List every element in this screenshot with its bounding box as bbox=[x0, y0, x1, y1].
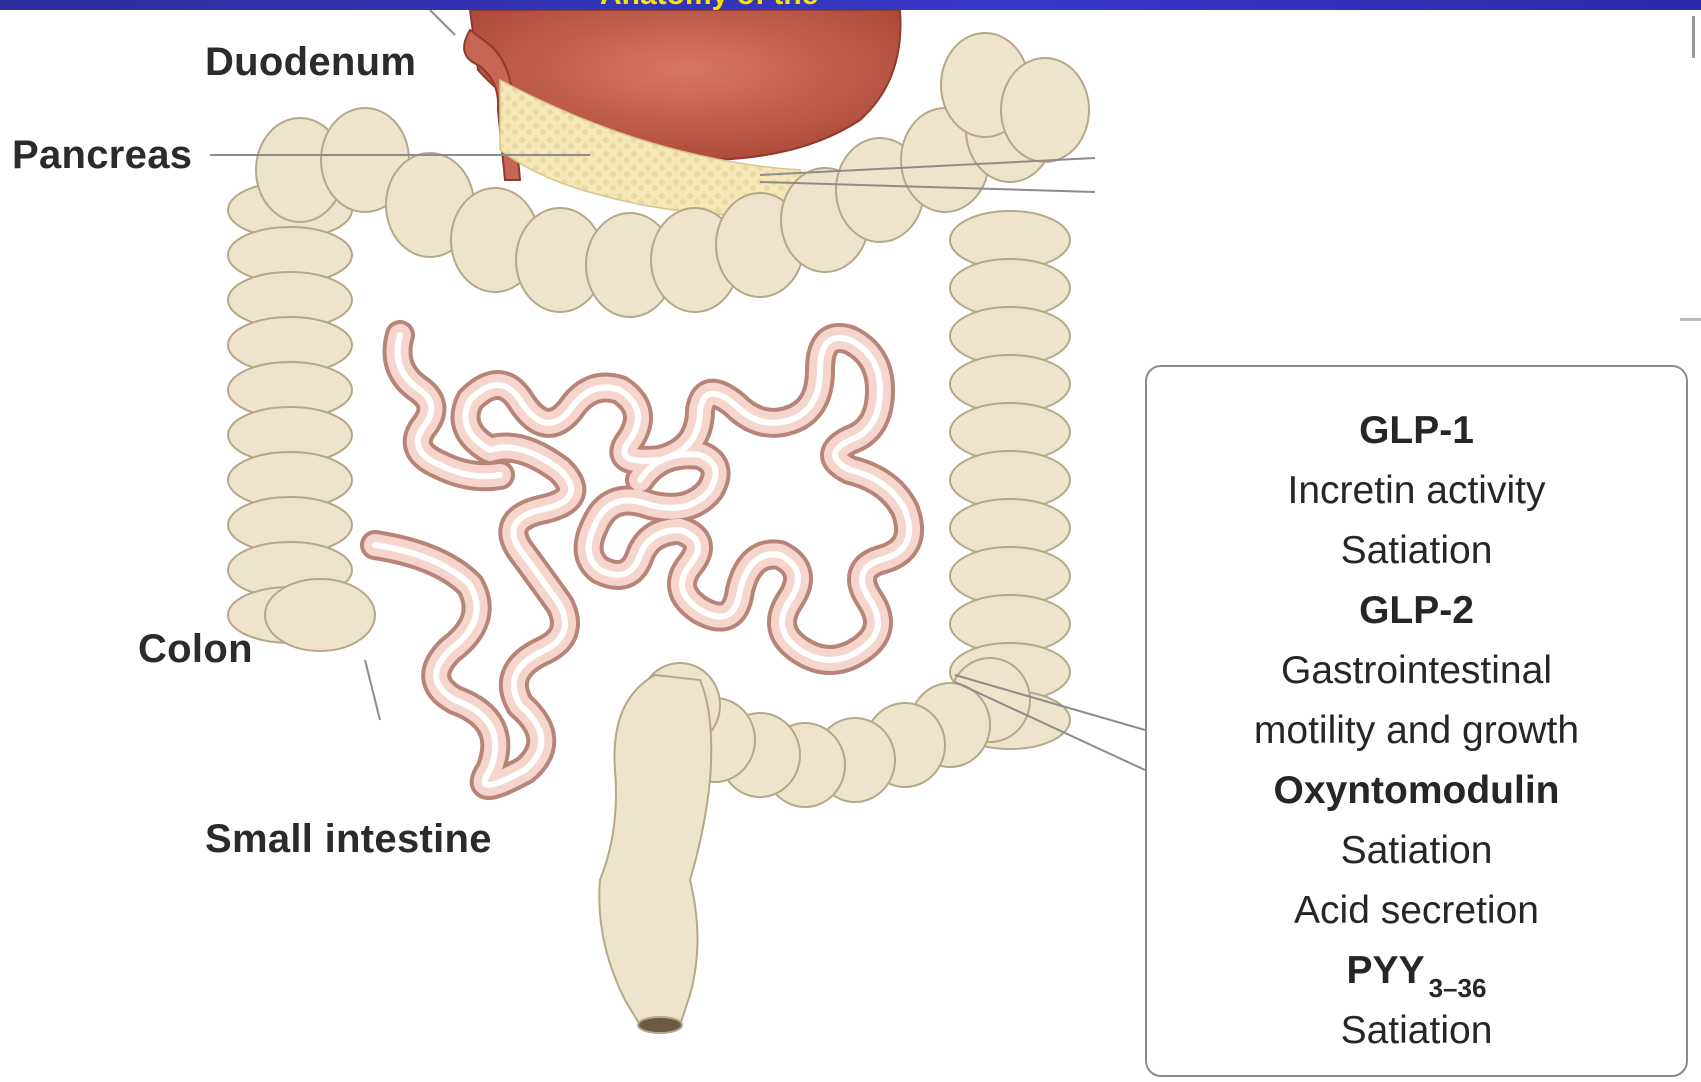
hormone-name: GLP-1 bbox=[1147, 401, 1686, 461]
hormone-effect: Acid secretion bbox=[1147, 881, 1686, 941]
label-small-intestine: Small intestine bbox=[205, 817, 492, 862]
title-bar bbox=[0, 0, 1701, 10]
edge-mark bbox=[1692, 16, 1695, 58]
hormone-name: GLP-2 bbox=[1147, 581, 1686, 641]
line-text: Gastrointestinal bbox=[1281, 649, 1552, 692]
line-text: Acid secretion bbox=[1294, 889, 1539, 932]
hormone-effect: Incretin activity bbox=[1147, 461, 1686, 521]
line-text: PYY bbox=[1347, 949, 1425, 992]
slide-canvas: Duodenum Pancreas Colon Small intestine … bbox=[0, 10, 1701, 1082]
line-text: Satiation bbox=[1341, 529, 1493, 572]
hormone-effect: Satiation bbox=[1147, 1001, 1686, 1061]
hormone-effect: Satiation bbox=[1147, 821, 1686, 881]
slide-title: Anatomy of the bbox=[600, 0, 818, 12]
label-duodenum: Duodenum bbox=[205, 40, 416, 85]
hormone-subscript: 3–36 bbox=[1429, 973, 1487, 1003]
hormone-effect: Gastrointestinal bbox=[1147, 641, 1686, 701]
hormone-effect: motility and growth bbox=[1147, 701, 1686, 761]
hormone-name: PYY3–36 bbox=[1147, 941, 1686, 1001]
colon-haustrum bbox=[1001, 58, 1089, 162]
colon-haustrum bbox=[265, 579, 375, 651]
line-text: GLP-1 bbox=[1359, 409, 1474, 452]
line-text: Incretin activity bbox=[1288, 469, 1546, 512]
label-colon: Colon bbox=[138, 627, 253, 672]
edge-mark bbox=[1680, 318, 1701, 321]
hormone-effect: Satiation bbox=[1147, 521, 1686, 581]
line-text: Satiation bbox=[1341, 1009, 1493, 1052]
anus-opening bbox=[638, 1017, 682, 1033]
line-text: motility and growth bbox=[1254, 709, 1579, 752]
line-text: GLP-2 bbox=[1359, 589, 1474, 632]
line-text: Oxyntomodulin bbox=[1274, 769, 1560, 812]
hormone-function-box: GLP-1Incretin activitySatiationGLP-2Gast… bbox=[1145, 365, 1688, 1077]
label-pancreas: Pancreas bbox=[12, 133, 192, 178]
rectum bbox=[599, 675, 711, 1025]
hormone-name: Oxyntomodulin bbox=[1147, 761, 1686, 821]
line-text: Satiation bbox=[1341, 829, 1493, 872]
